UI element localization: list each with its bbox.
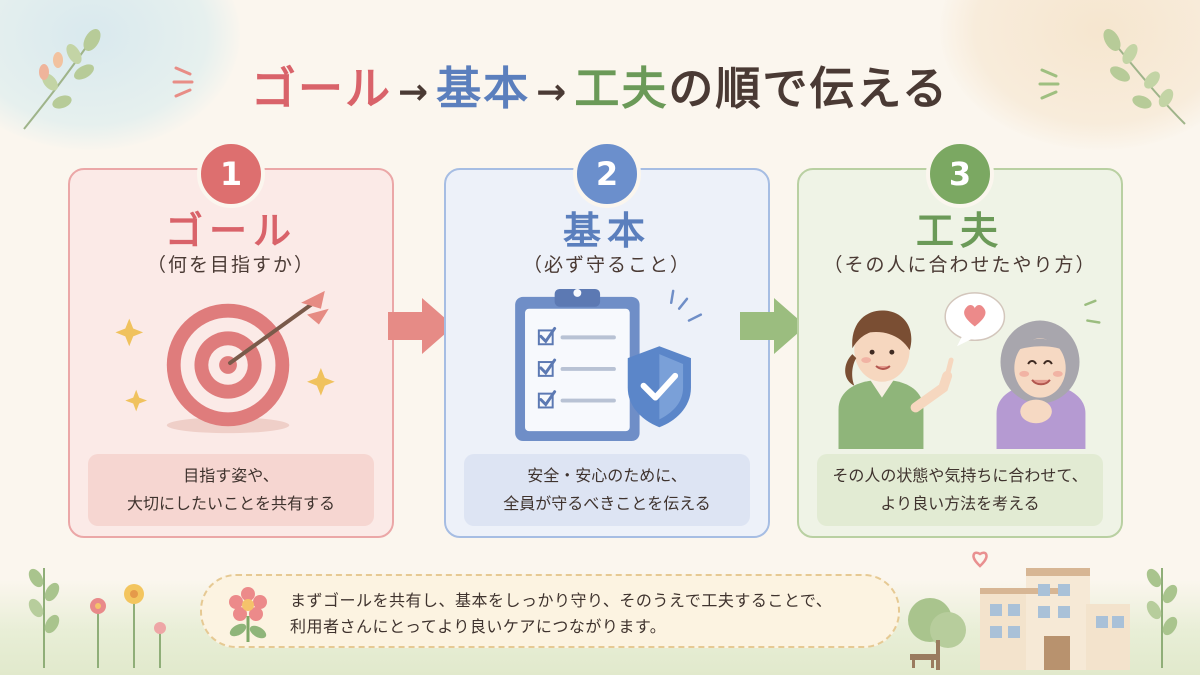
step-heading: ゴール (164, 209, 297, 253)
step-description-line: 安全・安心のために、 (527, 466, 687, 485)
step-description: 目指す姿や、 大切にしたいことを共有する (88, 454, 374, 526)
step-number-badge: 1 (197, 140, 265, 208)
title-suffix: の順で伝える (668, 62, 950, 115)
sparkle-lines-icon-right (1038, 68, 1060, 100)
step-description-line: 目指す姿や、 (183, 466, 279, 485)
care-facility-building-icon (908, 551, 1178, 670)
summary-text: まずゴールを共有し、基本をしっかり守り、そのうえで工夫することで、 利用者さんに… (290, 588, 832, 640)
summary-box: まずゴールを共有し、基本をしっかり守り、そのうえで工夫することで、 利用者さんに… (200, 574, 900, 648)
title-basics: 基本 (436, 62, 531, 115)
step-description: その人の状態や気持ちに合わせて、 より良い方法を考える (817, 454, 1103, 526)
step-description-line: その人の状態や気持ちに合わせて、 (832, 466, 1088, 485)
step-card-goal: 1 ゴール （何を目指すか） 目指す姿や、 大切にしたいことを共有する (68, 140, 394, 538)
plants-flowers-icon (28, 568, 166, 668)
step-subheading: （何を目指すか） (146, 254, 315, 276)
summary-line: まずゴールを共有し、基本をしっかり守り、そのうえで工夫することで、 (290, 591, 833, 610)
branch-icon-left (23, 29, 101, 130)
step-heading: 基本 (562, 209, 651, 253)
step-number-badge: 3 (926, 140, 994, 208)
target-icon (115, 290, 335, 434)
branch-icon-right (1103, 29, 1186, 125)
step-card-ingenuity: 3 工夫 （その人に合わせたやり方） その人の状態や気持ちに合わせて、 より良 (797, 140, 1123, 538)
title-arrow-1: → (397, 72, 431, 113)
page-title: ゴール→基本→工夫の順で伝える (0, 52, 1200, 117)
step-card-basics: 2 基本 （必ず守ること） 安全・安心のために、 全員が守るべきことを伝える (444, 140, 770, 538)
summary-line: 利用者さんにとってより良いケアにつながります。 (290, 617, 667, 636)
arrow-right-icon-green (740, 298, 806, 354)
step-subheading: （必ず守ること） (522, 254, 691, 276)
title-goal: ゴール (250, 62, 392, 115)
checklist-shield-icon (515, 288, 703, 442)
step-description-line: より良い方法を考える (880, 494, 1040, 513)
flower-icon (229, 587, 267, 642)
arrow-right-icon-red (388, 298, 454, 354)
step-heading: 工夫 (915, 209, 1004, 253)
step-description-line: 全員が守るべきことを伝える (503, 494, 711, 513)
step-subheading: （その人に合わせたやり方） (823, 254, 1097, 276)
step-description-line: 大切にしたいことを共有する (126, 494, 335, 513)
step-description: 安全・安心のために、 全員が守るべきことを伝える (464, 454, 750, 526)
sparkle-lines-icon-left (172, 66, 194, 98)
caregiver-elder-icon (838, 292, 1101, 449)
title-arrow-2: → (536, 72, 569, 113)
step-number-badge: 2 (573, 140, 641, 208)
title-ingenuity: 工夫 (574, 62, 669, 115)
